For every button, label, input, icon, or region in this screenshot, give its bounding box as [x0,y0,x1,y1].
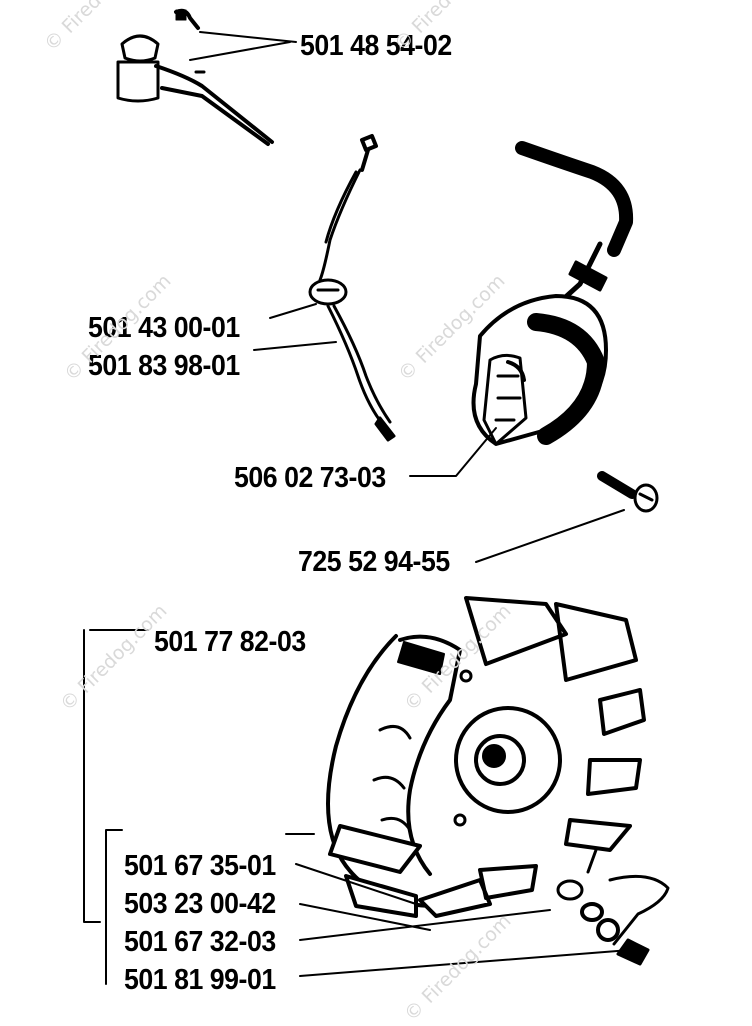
part-label-506-02-73-03: 506 02 73-03 [234,462,386,494]
part-label-501-83-98-01: 501 83 98-01 [88,350,240,382]
ignition-coil [471,141,634,446]
part-label-501-43-00-01: 501 43 00-01 [88,312,240,344]
part-label-501-77-82-03: 501 77 82-03 [154,626,306,658]
part-label-725-52-94-55: 725 52 94-55 [298,546,450,578]
spark-plug-cap [116,8,274,146]
part-label-501-48-54-02: 501 48 54-02 [300,30,452,62]
leader-lines [83,31,631,985]
part-label-501-67-35-01: 501 67 35-01 [124,850,276,882]
flywheel [326,596,646,918]
hardware-set [556,848,670,966]
part-label-501-81-99-01: 501 81 99-01 [124,964,276,994]
part-label-501-67-32-03: 501 67 32-03 [124,926,276,958]
part-label-503-23-00-42: 503 23 00-42 [124,888,276,920]
lead-wire [308,134,396,442]
screw [597,471,659,513]
